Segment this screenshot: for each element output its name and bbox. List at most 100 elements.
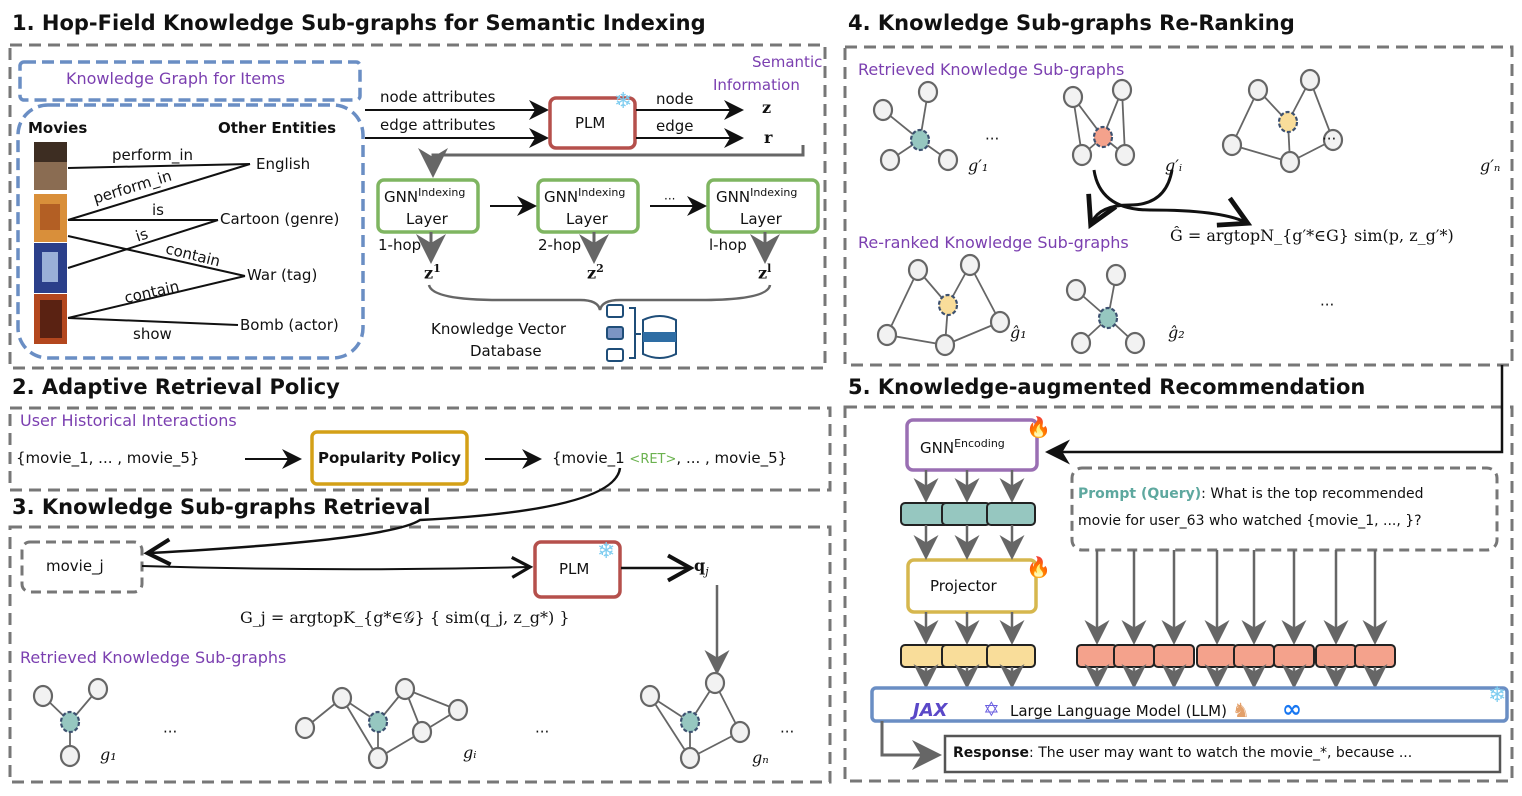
hop-label: 2-hop xyxy=(538,236,582,254)
subgraph-center-node xyxy=(937,293,959,317)
section-2-title: 2. Adaptive Retrieval Policy xyxy=(12,375,340,399)
subgraph xyxy=(1221,68,1344,174)
semantic-info-label: Semantic xyxy=(752,53,823,71)
response-box xyxy=(943,734,1502,774)
subgraph-node xyxy=(331,686,353,710)
gnn-label: GNNIndexing xyxy=(544,186,626,206)
user-interactions-label: User Historical Interactions xyxy=(20,411,237,430)
retrieved-label: Retrieved Knowledge Sub-graphs xyxy=(20,648,287,667)
popularity-policy-box xyxy=(310,430,469,486)
gnn-indexing-layer-1 xyxy=(376,178,480,234)
kg-title-frame xyxy=(18,60,362,102)
prompt-token xyxy=(1273,644,1315,668)
subgraph-node xyxy=(367,746,389,770)
gnn-label: GNNIndexing xyxy=(716,186,798,206)
subgraph-node xyxy=(907,258,929,282)
subgraph-node xyxy=(1247,78,1269,102)
subgraph-center-node xyxy=(1277,110,1299,134)
plm-label: PLM xyxy=(559,560,590,578)
plm-label: PLM xyxy=(575,114,606,132)
subgraph-node xyxy=(879,148,901,172)
llm-label: Large Language Model (LLM) xyxy=(1010,702,1227,720)
projected-token xyxy=(941,644,991,668)
section5-frame xyxy=(843,405,1514,783)
entity-war: War (tag) xyxy=(247,266,318,284)
response-text: Response: The user may want to watch the… xyxy=(953,745,1413,761)
subgraph-center-node xyxy=(679,710,701,734)
kg-title: Knowledge Graph for Items xyxy=(66,69,286,88)
db-label: Database xyxy=(470,342,542,360)
ellipsis: ··· xyxy=(535,723,550,741)
projector-label: Projector xyxy=(930,577,997,595)
graph-label: ĝ₁ xyxy=(1010,323,1027,342)
subgraph xyxy=(32,677,109,768)
ellipsis: ··· xyxy=(780,723,795,741)
subgraph-node xyxy=(1279,150,1301,174)
plm-box-indexing xyxy=(548,96,637,150)
topk-formula: G_j = argtopK_{g*∈𝒢} { sim(q_j, z_g*) } xyxy=(240,608,570,627)
node-attributes-label: node attributes xyxy=(380,88,496,106)
subgraph xyxy=(876,253,1011,357)
frozen-snowflake-icon: ❄ xyxy=(614,89,632,114)
subgraph-center-node xyxy=(59,710,81,734)
section-1-title: 1. Hop-Field Knowledge Sub-graphs for Se… xyxy=(12,11,706,35)
subgraph-node xyxy=(1111,78,1133,102)
topn-formula: Ĝ = argtopN_{g′*∈G} sim(p, z_g′*) xyxy=(1170,226,1454,245)
subgraph-node xyxy=(1071,143,1093,167)
subgraph-node xyxy=(1322,128,1344,152)
aggregation-brace xyxy=(427,284,772,311)
subgraph-node xyxy=(729,720,751,744)
subgraph-node xyxy=(87,677,109,701)
subgraph-node xyxy=(937,148,959,172)
subgraph-node xyxy=(1065,278,1087,302)
subgraph xyxy=(1065,263,1146,355)
subgraph xyxy=(639,671,751,770)
section2-frame xyxy=(8,406,832,492)
policy-output: {movie_1 <RET>, ... , movie_5} xyxy=(552,449,788,467)
hop-label: l-hop xyxy=(709,236,747,254)
meta-logo-icon: ∞ xyxy=(1282,695,1302,723)
edge-attributes-label: edge attributes xyxy=(380,116,496,134)
graph-label: gᵢ xyxy=(463,743,477,762)
subgraph-node xyxy=(394,677,416,701)
prompt-token xyxy=(1196,644,1238,668)
subgraph-center-node xyxy=(1097,306,1119,330)
graph-token xyxy=(986,502,1036,526)
prompt-line-2: movie for user_63 who watched {movie_1, … xyxy=(1078,513,1422,529)
graph-token xyxy=(941,502,991,526)
jax-logo-icon: JAX xyxy=(910,700,949,721)
db-label: Knowledge Vector xyxy=(431,320,567,338)
layer-label: Layer xyxy=(406,210,448,228)
subgraph xyxy=(1062,78,1136,167)
plm-box-retrieval xyxy=(533,540,622,599)
trainable-flame-icon: 🔥 xyxy=(1026,555,1051,579)
kg-frame xyxy=(16,103,365,360)
frozen-snowflake-icon: ❄ xyxy=(597,539,615,564)
ellipsis: ··· xyxy=(664,192,676,206)
subgraph-node xyxy=(639,684,661,708)
subgraph xyxy=(872,80,959,172)
frozen-snowflake-icon: ❄ xyxy=(1488,683,1506,708)
section-4-title: 4. Knowledge Sub-graphs Re-Ranking xyxy=(848,11,1295,35)
subgraph-node xyxy=(959,253,981,277)
subgraph-node xyxy=(1124,331,1146,355)
prompt-box xyxy=(1070,466,1499,552)
graph-label: g₁ xyxy=(100,745,117,764)
ellipsis: ··· xyxy=(1320,296,1335,314)
subgraph-edge xyxy=(341,697,379,759)
node-label: node xyxy=(656,90,694,108)
prompt-token xyxy=(1233,644,1275,668)
gnn-indexing-layer-2 xyxy=(536,178,640,234)
graph-label: g′₁ xyxy=(968,156,989,175)
ellipsis: ··· xyxy=(163,723,178,741)
relation-label: perform_in xyxy=(112,146,194,164)
q-symbol: qj xyxy=(694,556,709,579)
gnn-label: GNNIndexing xyxy=(384,186,466,206)
subgraph-node xyxy=(704,671,726,695)
subgraph-node xyxy=(1299,68,1321,92)
subgraph-node xyxy=(876,323,898,347)
subgraph-node xyxy=(934,333,956,357)
ellipsis: ··· xyxy=(1322,130,1337,148)
llm-bar xyxy=(870,686,1509,723)
